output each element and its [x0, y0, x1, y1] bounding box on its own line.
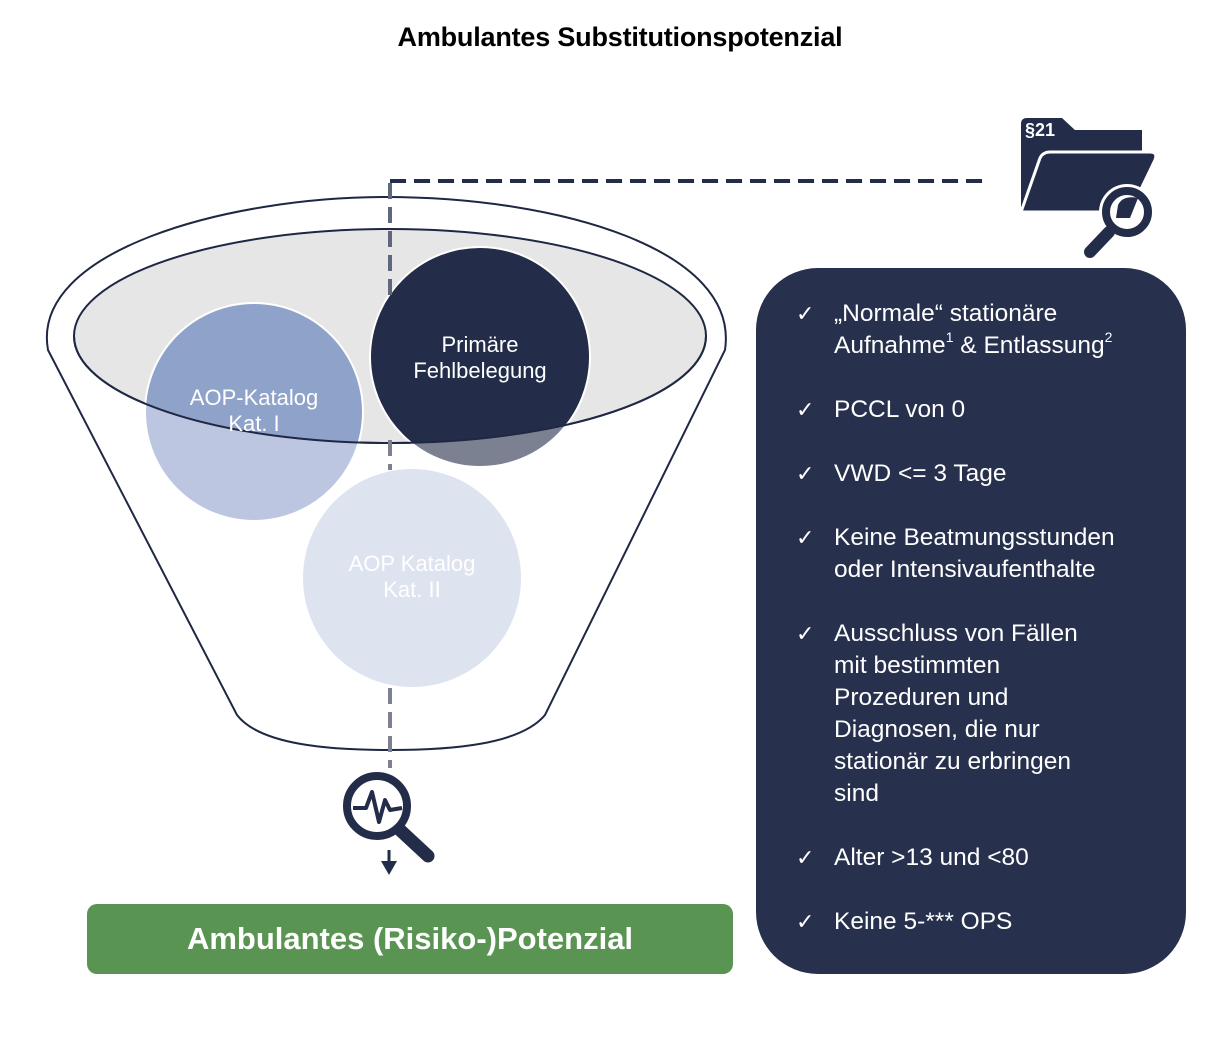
check-icon: ✓: [796, 845, 815, 870]
criteria-item: ✓ Alter >13 und <80: [756, 842, 1186, 874]
criteria-item: ✓ PCCL von 0: [756, 394, 1186, 426]
arrow-down-icon: [381, 850, 397, 875]
circle-label-line1: AOP Katalog: [348, 551, 476, 576]
criteria-panel: ✓ „Normale“ stationäre Aufnahme1 & Entla…: [756, 268, 1186, 974]
result-box: Ambulantes (Risiko-)Potenzial: [87, 904, 733, 974]
folder-paragraph-label: §21: [1025, 120, 1056, 140]
criteria-text: PCCL von 0: [834, 396, 966, 423]
criteria-text: & Entlassung: [953, 332, 1105, 359]
criteria-text: VWD <= 3 Tage: [834, 460, 1007, 487]
circle-label-line2: Fehlbelegung: [413, 358, 547, 383]
criteria-text: Keine Beatmungsstunden oder Intensivaufe…: [834, 524, 1115, 583]
criteria-item: ✓ VWD <= 3 Tage: [756, 458, 1186, 490]
footnote-marker: 1: [945, 328, 954, 345]
circle-aop-kat-2: [303, 469, 521, 687]
check-icon: ✓: [796, 621, 815, 646]
criteria-text: Keine 5-*** OPS: [834, 908, 1013, 935]
magnifier-pulse-icon: [343, 772, 435, 863]
circle-label-aop-kat-1: AOP-Katalog Kat. I: [154, 385, 354, 437]
criteria-text: „Normale“ stationäre: [834, 300, 1058, 327]
page-title: Ambulantes Substitutionspotenzial: [397, 22, 843, 52]
criteria-item: ✓ Keine 5-*** OPS: [756, 906, 1186, 938]
circle-label-line1: Primäre: [441, 332, 519, 357]
circle-primaere-fehlbelegung: [369, 246, 591, 468]
circle-aop-kat-1: [144, 302, 364, 522]
folder-search-icon: [1018, 118, 1158, 258]
circle-label-line2: Kat. I: [228, 411, 280, 436]
circle-label-aop-kat-2: AOP Katalog Kat. II: [312, 551, 512, 603]
check-icon: ✓: [796, 397, 815, 422]
criteria-list: ✓ „Normale“ stationäre Aufnahme1 & Entla…: [756, 298, 1186, 970]
check-icon: ✓: [796, 301, 815, 326]
circle-label-primaere-fehlbelegung: Primäre Fehlbelegung: [380, 332, 580, 384]
criteria-item: ✓ „Normale“ stationäre Aufnahme1 & Entla…: [756, 298, 1186, 362]
footnote-marker: 2: [1104, 328, 1113, 345]
check-icon: ✓: [796, 909, 815, 934]
criteria-item: ✓ Keine Beatmungsstunden oder Intensivau…: [756, 522, 1186, 586]
circle-label-line2: Kat. II: [383, 577, 441, 602]
check-icon: ✓: [796, 525, 815, 550]
check-icon: ✓: [796, 461, 815, 486]
criteria-text: Aufnahme: [834, 332, 946, 359]
criteria-item: ✓ Ausschluss von Fällen mit bestimmten P…: [756, 618, 1186, 810]
circle-label-line1: AOP-Katalog: [189, 385, 319, 410]
criteria-text: Alter >13 und <80: [834, 844, 1029, 871]
criteria-text: Ausschluss von Fällen mit bestimmten Pro…: [834, 620, 1078, 807]
